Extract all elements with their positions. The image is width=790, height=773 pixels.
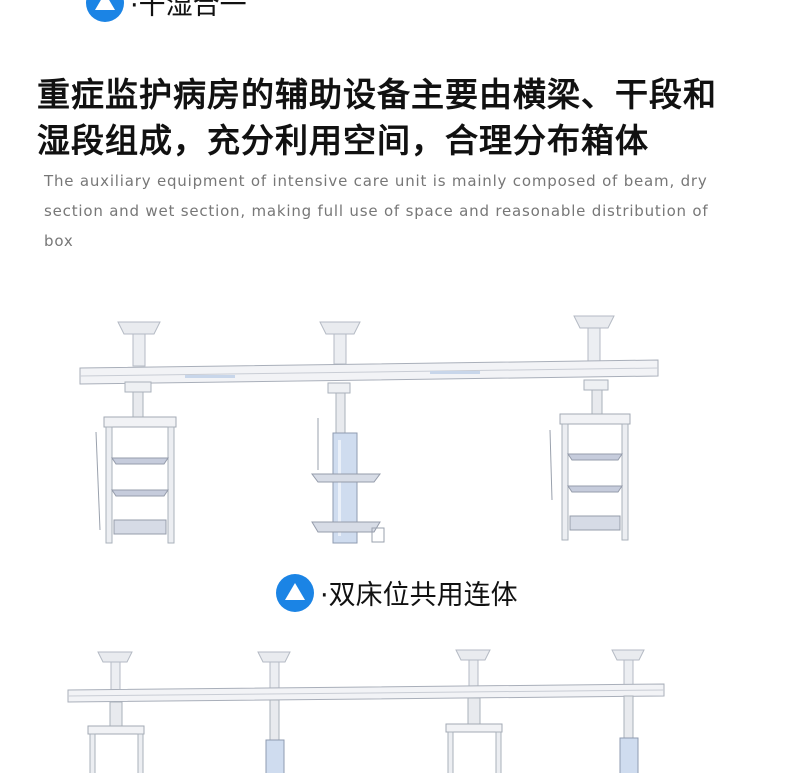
- triangle-badge-icon: [276, 573, 314, 612]
- section-label-text: ·双床位共用连体: [320, 580, 518, 611]
- section-label-dry-wet: ·干湿合一: [86, 0, 247, 22]
- triangle-badge-icon: [86, 0, 124, 22]
- section-label-double-bed: ·双床位共用连体: [276, 573, 518, 612]
- bridge-beam-long: [67, 683, 665, 703]
- tower-tops: [87, 695, 639, 773]
- headline: 重症监护病房的辅助设备主要由横梁、干段和 湿段组成，充分利用空间，合理分布箱体: [37, 72, 757, 164]
- bridge-beam: [79, 359, 659, 385]
- dry-tower-right: [549, 379, 631, 541]
- dry-tower-left: [95, 381, 177, 544]
- section-label-text: ·干湿合一: [130, 0, 247, 21]
- ceiling-mount-center: [319, 321, 361, 365]
- wet-column-center: [311, 382, 385, 544]
- equipment-illustration-double-bed: [67, 649, 665, 773]
- equipment-illustration-dry-wet: [79, 315, 659, 544]
- ceiling-mounts: [97, 649, 645, 693]
- subtitle-english: The auxiliary equipment of intensive car…: [44, 172, 709, 250]
- headline-line-2: 湿段组成，充分利用空间，合理分布箱体: [37, 121, 649, 160]
- headline-line-1: 重症监护病房的辅助设备主要由横梁、干段和: [37, 75, 717, 114]
- ceiling-mount-right: [573, 315, 615, 363]
- ceiling-mount-left: [117, 321, 161, 367]
